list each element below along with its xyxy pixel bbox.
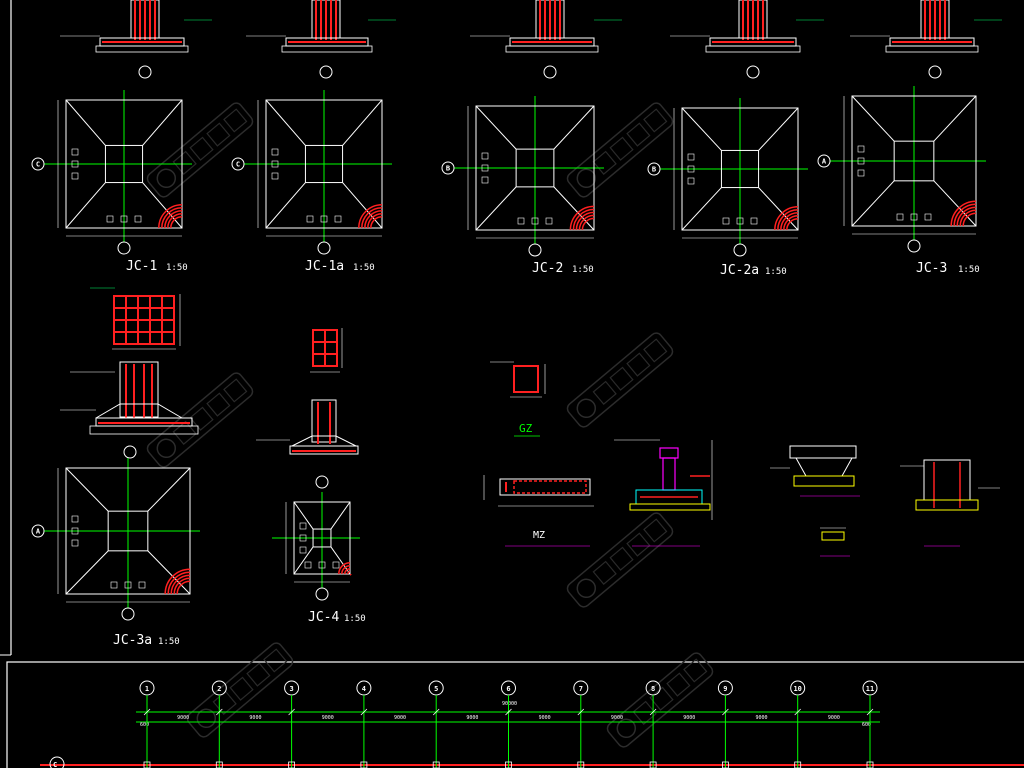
jc2a-plan-view: B bbox=[647, 98, 808, 257]
jc2-title: JC-2 bbox=[532, 261, 563, 276]
jc1a-scale: 1:50 bbox=[353, 263, 375, 273]
jc2a-scale: 1:50 bbox=[765, 267, 787, 277]
jc1a-plan-view: C bbox=[231, 90, 392, 255]
watermark-mark bbox=[566, 512, 674, 608]
watermark-group bbox=[146, 102, 714, 748]
jc3a-rebar-grid-detail bbox=[90, 287, 181, 350]
top-section-view-5 bbox=[850, 0, 1002, 79]
jc3-title: JC-3 bbox=[916, 261, 947, 276]
axis-spacing-label: 9000 bbox=[322, 715, 334, 721]
jc3a-axis-bubble-label: A bbox=[36, 528, 41, 536]
jc4-title: JC-4 bbox=[308, 610, 339, 625]
jc3-scale: 1:50 bbox=[958, 265, 980, 275]
jc3-plan-view: A bbox=[817, 86, 986, 253]
jc2a-axis-bubble-label: B bbox=[652, 166, 656, 174]
beam-base-detail bbox=[614, 439, 713, 547]
axis-spacing-label: 9000 bbox=[756, 715, 768, 721]
top-section-view-1 bbox=[60, 0, 212, 79]
strip-foundation-detail bbox=[770, 445, 860, 557]
jc1-title: JC-1 bbox=[126, 259, 157, 274]
axis-3: 3 bbox=[284, 680, 300, 768]
axis-bubble-label: 8 bbox=[651, 685, 655, 693]
axis-bubble-label: 5 bbox=[434, 685, 438, 693]
footing-titles: JC-1 1:50 JC-1a 1:50 JC-2 1:50 JC-2a 1:5… bbox=[113, 259, 980, 648]
axis-5: 5 bbox=[428, 680, 444, 768]
watermark-mark bbox=[186, 642, 294, 738]
axis-bubble-label: 9 bbox=[723, 685, 727, 693]
watermark-mark bbox=[146, 372, 254, 468]
jc1-axis-bubble-label: C bbox=[36, 161, 40, 169]
jc3a-section-view bbox=[60, 361, 199, 459]
jc1a-axis-bubble-label: C bbox=[236, 161, 240, 169]
axis-8: 8 bbox=[645, 680, 661, 768]
axis-bubble-label: 11 bbox=[866, 685, 874, 693]
axis-2: 2 bbox=[211, 680, 227, 768]
axis-bubble-label: 6 bbox=[506, 685, 510, 693]
jc1a-title: JC-1a bbox=[305, 259, 344, 274]
jc4-section-view bbox=[256, 399, 359, 489]
axis-row-label: C bbox=[53, 761, 57, 768]
jc1-scale: 1:50 bbox=[166, 263, 188, 273]
watermark-mark bbox=[146, 102, 254, 198]
gz-title: GZ bbox=[519, 422, 533, 435]
axis-spacing-label: 9000 bbox=[466, 715, 478, 721]
jc3a-plan-view: A bbox=[31, 458, 200, 621]
axis-bubble-label: 3 bbox=[289, 685, 293, 693]
axis-grid: 90000 600 600 C 1 2 3 4 5 6 7 8 9 10 11 9000 9000 900… bbox=[40, 680, 1024, 768]
top-section-view-3 bbox=[470, 0, 622, 79]
jc4-plan-view bbox=[272, 492, 360, 601]
top-section-views bbox=[60, 0, 1002, 79]
axis-bubble-label: 10 bbox=[793, 685, 801, 693]
jc2-scale: 1:50 bbox=[572, 265, 594, 275]
axis-spacing-label: 9000 bbox=[683, 715, 695, 721]
watermark-mark bbox=[566, 102, 674, 198]
jc3a-title: JC-3a bbox=[113, 633, 152, 648]
jc1-plan-view: C bbox=[31, 90, 192, 255]
axis-1: 1 bbox=[139, 680, 155, 768]
mz-title: MZ bbox=[533, 530, 545, 541]
mz-detail: MZ bbox=[483, 475, 594, 547]
axis-end-offset-right: 600 bbox=[862, 722, 871, 728]
axis-spacing-label: 9000 bbox=[611, 715, 623, 721]
jc3a-scale: 1:50 bbox=[158, 637, 180, 647]
axis-bubble-label: 2 bbox=[217, 685, 221, 693]
axis-9: 9 bbox=[717, 680, 733, 768]
axis-bubble-label: 7 bbox=[579, 685, 583, 693]
axis-10: 10 bbox=[790, 680, 806, 768]
axis-spacing-label: 9000 bbox=[394, 715, 406, 721]
axis-spacing-label: 9000 bbox=[177, 715, 189, 721]
jc4-rebar-grid-detail bbox=[310, 328, 343, 373]
jc2-plan-view: B bbox=[441, 96, 604, 257]
axis-6: 6 bbox=[501, 680, 516, 768]
jc2-axis-bubble-label: B bbox=[446, 165, 450, 173]
footing-plans: C C B B A A bbox=[31, 86, 986, 621]
axis-total-dimension: 90000 bbox=[502, 701, 517, 707]
axis-spacing-label: 9000 bbox=[539, 715, 551, 721]
jc3-axis-bubble-label: A bbox=[822, 158, 827, 166]
axis-4: 4 bbox=[356, 680, 372, 768]
axis-bubble-label: 1 bbox=[145, 685, 149, 693]
jc4-scale: 1:50 bbox=[344, 614, 366, 624]
jc2a-title: JC-2a bbox=[720, 263, 759, 278]
watermark-mark bbox=[606, 652, 714, 748]
pit-detail bbox=[900, 459, 1000, 547]
axis-bubble-label: 4 bbox=[362, 685, 366, 693]
axis-spacing-label: 9000 bbox=[249, 715, 261, 721]
axis-11: 11 bbox=[862, 680, 878, 768]
axis-spacing-label: 9000 bbox=[828, 715, 840, 721]
top-section-view-4 bbox=[670, 0, 824, 79]
axis-end-offset-left: 600 bbox=[140, 722, 149, 728]
gz-column-detail: GZ bbox=[490, 361, 546, 437]
watermark-mark bbox=[566, 332, 674, 428]
top-section-view-2 bbox=[246, 0, 396, 79]
axis-7: 7 bbox=[573, 680, 589, 768]
